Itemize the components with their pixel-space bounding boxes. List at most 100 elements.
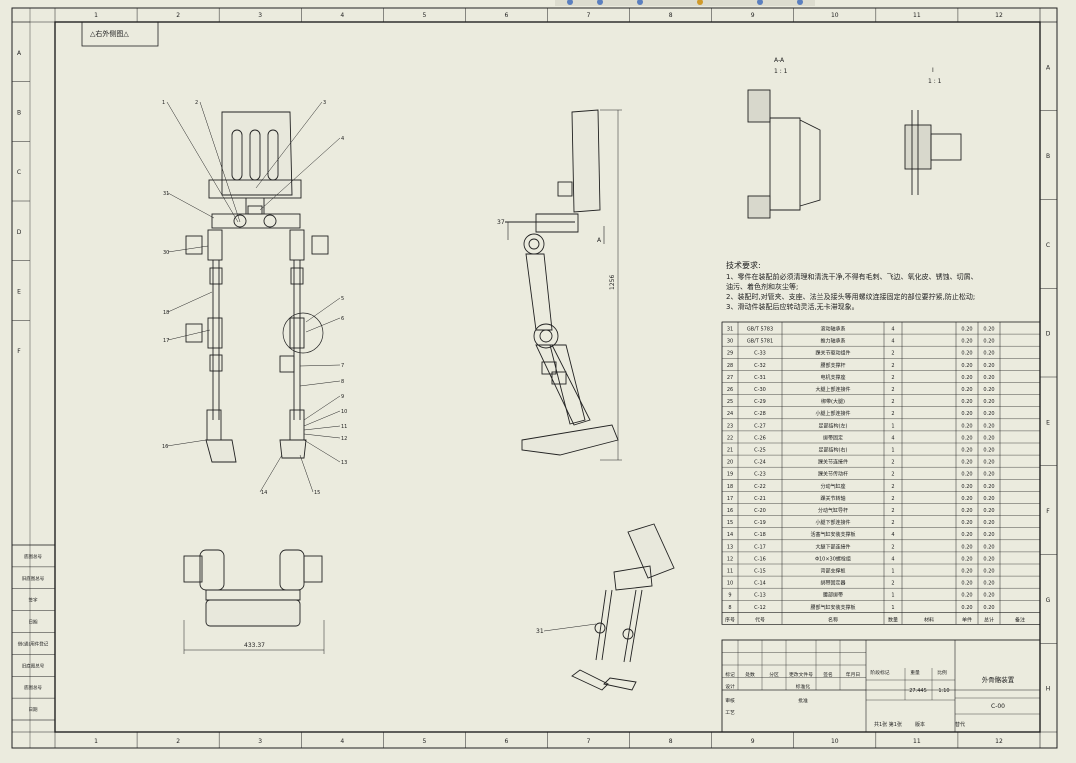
bom-cell: 0.20 [961,363,972,369]
bom-cell: 0.20 [983,581,994,587]
grid-letter-right: H [1046,686,1051,693]
bom-cell: 0.20 [961,508,972,514]
title-block: 标记处数分区更改文件号签名年月日设计审核工艺标准化批准阶段标记重量比例27.44… [721,639,1041,733]
bom-cell: C-33 [754,351,766,357]
bom-cell: 0.20 [983,448,994,454]
bom-cell: 1 [891,448,894,454]
bom-cell: 4 [891,435,894,441]
grid-number-top: 3 [258,12,262,19]
title-label: 标准化 [796,683,811,690]
bom-cell: 0.20 [983,351,994,357]
bom-cell: 0.20 [961,375,972,381]
bom-cell: 22 [727,435,733,441]
bom-cell: 0.20 [961,556,972,562]
front-callout-left: 18 [163,310,169,316]
grid-number-bottom: 10 [831,738,839,745]
bom-cell: 绑带固定 [823,434,843,441]
section-a-label: A-A [774,57,785,64]
bom-cell: 2 [891,520,894,526]
bom-cell: 0.20 [961,593,972,599]
tech-note-line: 油污、着色剂和灰尘等; [726,282,798,291]
front-callout-left: 16 [162,444,168,450]
bom-cell: 21 [727,448,733,454]
grid-letter-left: B [17,110,21,117]
front-callout-left: 17 [163,338,169,344]
bom-cell: C-31 [754,375,766,381]
bom-header-cell: 材料 [924,616,934,623]
title-drawing-name: 外骨骼装置 [982,675,1015,684]
toolbar-icons[interactable] [555,0,815,6]
bom-cell: C-21 [754,496,766,502]
front-callout-right: 4 [341,136,344,142]
bom-cell: 1 [891,423,894,429]
grid-letter-right: A [1046,64,1051,71]
bom-cell: 19 [727,472,733,478]
bom-cell: 0.20 [983,363,994,369]
bom-cell: 0.20 [983,544,994,550]
left-strip-cell: 旧底图总号 [22,575,45,582]
bom-cell: C-17 [754,544,766,550]
bom-cell: C-18 [754,532,766,538]
front-callout-left: 30 [163,250,169,256]
bom-cell: 18 [727,484,733,490]
grid-number-top: 9 [751,12,755,19]
bom-cell: 0.20 [961,327,972,333]
bom-cell: C-12 [754,605,766,611]
grid-number-top: 1 [94,12,98,19]
bom-cell: 0.20 [961,496,972,502]
bom-cell: 15 [727,520,733,526]
detail-i-view [904,110,962,195]
title-stage-header: 比例 [937,669,947,676]
left-strip-cell: 日期 [29,620,38,626]
bom-cell: 4 [891,556,894,562]
bom-cell: 背部支撑板 [820,568,845,575]
bom-cell: C-14 [754,581,766,587]
title-sheet-text: 共1张 第1张 [874,721,902,728]
bom-cell: 11 [727,569,733,575]
bom-cell: 推力轴承系 [820,338,845,345]
bom-cell: 17 [727,496,733,502]
left-strip-cell: 底图总号 [24,684,42,691]
grid-letter-right: E [1046,419,1050,426]
bom-cell: 0.20 [961,387,972,393]
grid-letter-right: B [1046,153,1050,160]
bom-cell: 分动气缸座 [820,483,845,490]
grid-number-top: 8 [669,12,673,19]
bom-cell: 分动气缸导杆 [818,507,848,514]
bom-cell: 2 [891,544,894,550]
bom-cell: 2 [891,472,894,478]
bom-cell: C-20 [754,508,766,514]
bom-cell: GB/T 5783 [747,327,773,333]
title-replace-label: 替代 [955,721,965,728]
bom-cell: 小腿上部连接件 [815,410,850,417]
bom-cell: 28 [727,363,733,369]
side-callout: 37 [497,219,505,226]
bom-header-cell: 总计 [984,616,994,623]
grid-number-top: 11 [913,12,921,19]
title-label: 工艺 [725,710,735,716]
bom-cell: 16 [727,508,733,514]
bom-cell: 13 [727,544,733,550]
bom-cell: 0.20 [983,460,994,466]
grid-number-bottom: 6 [505,738,509,745]
left-strip-cell: 旧底图总号 [22,662,45,669]
section-a-view [747,89,821,219]
bom-cell: 小腿下部连接件 [815,519,850,526]
front-callout-right: 12 [341,436,347,442]
